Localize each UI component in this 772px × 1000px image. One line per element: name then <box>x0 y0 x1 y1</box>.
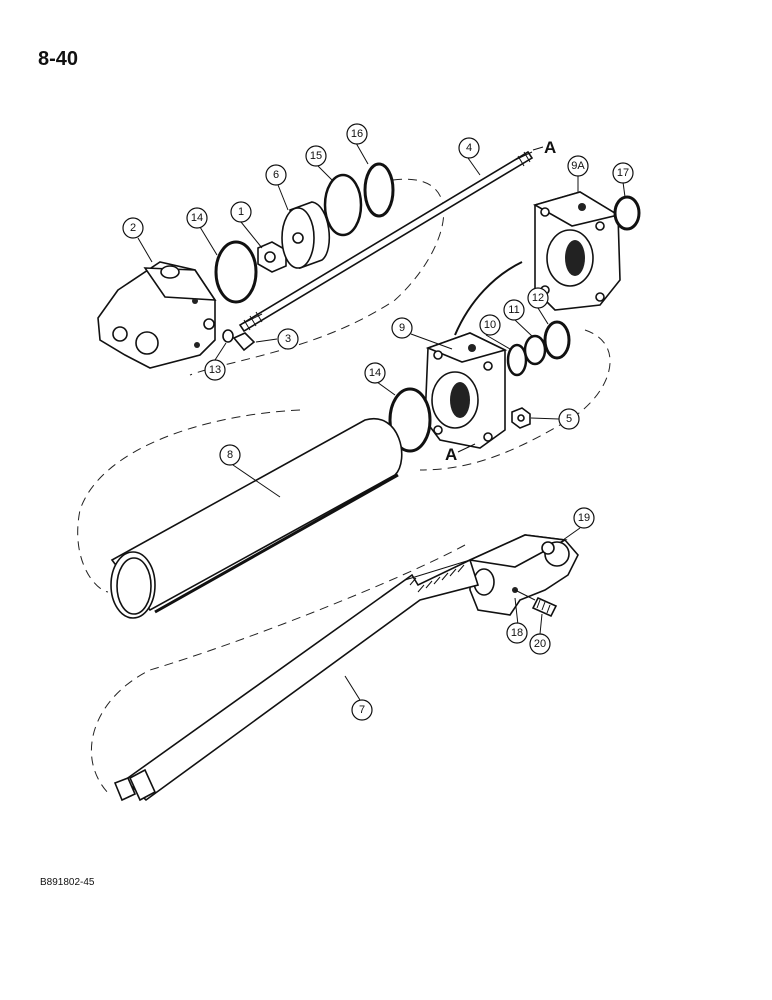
part-rod-seal-12 <box>543 320 571 360</box>
part-piston-seal <box>323 173 363 237</box>
part-rod-seal-10 <box>506 343 528 377</box>
callout-6: 6 <box>265 164 287 186</box>
part-piston-oring <box>363 162 395 218</box>
part-head-nut <box>511 407 531 429</box>
callouts: 1 2 3 4 5 6 7 8 9 9A 10 11 12 13 14 14 1… <box>122 123 634 721</box>
svg-text:14: 14 <box>369 367 381 379</box>
callout-15: 15 <box>305 145 327 167</box>
callout-3: 3 <box>277 328 299 350</box>
callout-8: 8 <box>219 444 241 466</box>
figure-code: B891802-45 <box>40 877 95 888</box>
svg-text:18: 18 <box>511 627 523 639</box>
svg-text:10: 10 <box>484 319 496 331</box>
svg-text:15: 15 <box>310 150 322 162</box>
part-large-oring-lower <box>388 387 432 453</box>
svg-text:5: 5 <box>566 413 572 425</box>
reference-mark-top: A <box>544 138 556 157</box>
page-number: 8-40 <box>38 48 79 70</box>
svg-text:7: 7 <box>359 704 365 716</box>
callout-10: 10 <box>479 314 501 336</box>
part-oring-and-plug <box>222 329 256 352</box>
svg-text:1: 1 <box>238 206 244 218</box>
callout-14-lower: 14 <box>364 362 386 384</box>
leader-lines <box>137 142 626 701</box>
callout-13: 13 <box>204 359 226 381</box>
callout-7: 7 <box>351 699 373 721</box>
callout-19: 19 <box>573 507 595 529</box>
svg-text:6: 6 <box>273 169 279 181</box>
part-wiper <box>613 195 641 231</box>
callout-14-upper: 14 <box>186 207 208 229</box>
callout-18: 18 <box>506 622 528 644</box>
svg-text:12: 12 <box>532 292 544 304</box>
svg-text:13: 13 <box>209 364 221 376</box>
svg-text:17: 17 <box>617 167 629 179</box>
svg-text:20: 20 <box>534 638 546 650</box>
part-nut <box>257 241 287 273</box>
callout-20: 20 <box>529 633 551 655</box>
part-piston-rod <box>113 558 480 802</box>
part-rod-eye <box>467 534 579 616</box>
callout-5: 5 <box>558 408 580 430</box>
reference-mark-bottom: A <box>445 445 457 464</box>
svg-text:14: 14 <box>191 212 203 224</box>
callout-9: 9 <box>391 317 413 339</box>
svg-text:9A: 9A <box>571 160 585 172</box>
callout-11: 11 <box>503 299 525 321</box>
part-cap-clevis <box>97 261 217 369</box>
part-large-oring-upper <box>214 240 258 304</box>
callout-4: 4 <box>458 137 480 159</box>
svg-text:4: 4 <box>466 142 472 154</box>
callout-12: 12 <box>527 287 549 309</box>
svg-text:16: 16 <box>351 128 363 140</box>
part-head-rear <box>532 191 621 311</box>
part-grease-fitting-and-screw <box>514 589 558 618</box>
svg-text:2: 2 <box>130 222 136 234</box>
part-piston <box>281 201 330 270</box>
assembly-dashed-lines <box>77 178 611 796</box>
part-head-front <box>424 332 508 449</box>
callout-16: 16 <box>346 123 368 145</box>
part-tube <box>110 417 403 619</box>
svg-text:3: 3 <box>285 333 291 345</box>
svg-text:11: 11 <box>508 304 519 316</box>
svg-text:19: 19 <box>578 512 590 524</box>
svg-text:9: 9 <box>399 322 405 334</box>
callout-9a: 9A <box>567 155 589 177</box>
part-rod-seal-11 <box>523 334 547 366</box>
head-connection-line <box>454 261 523 336</box>
svg-text:8: 8 <box>227 449 233 461</box>
callout-2: 2 <box>122 217 144 239</box>
callout-17: 17 <box>612 162 634 184</box>
part-tie-rod <box>238 150 534 333</box>
callout-1: 1 <box>230 201 252 223</box>
